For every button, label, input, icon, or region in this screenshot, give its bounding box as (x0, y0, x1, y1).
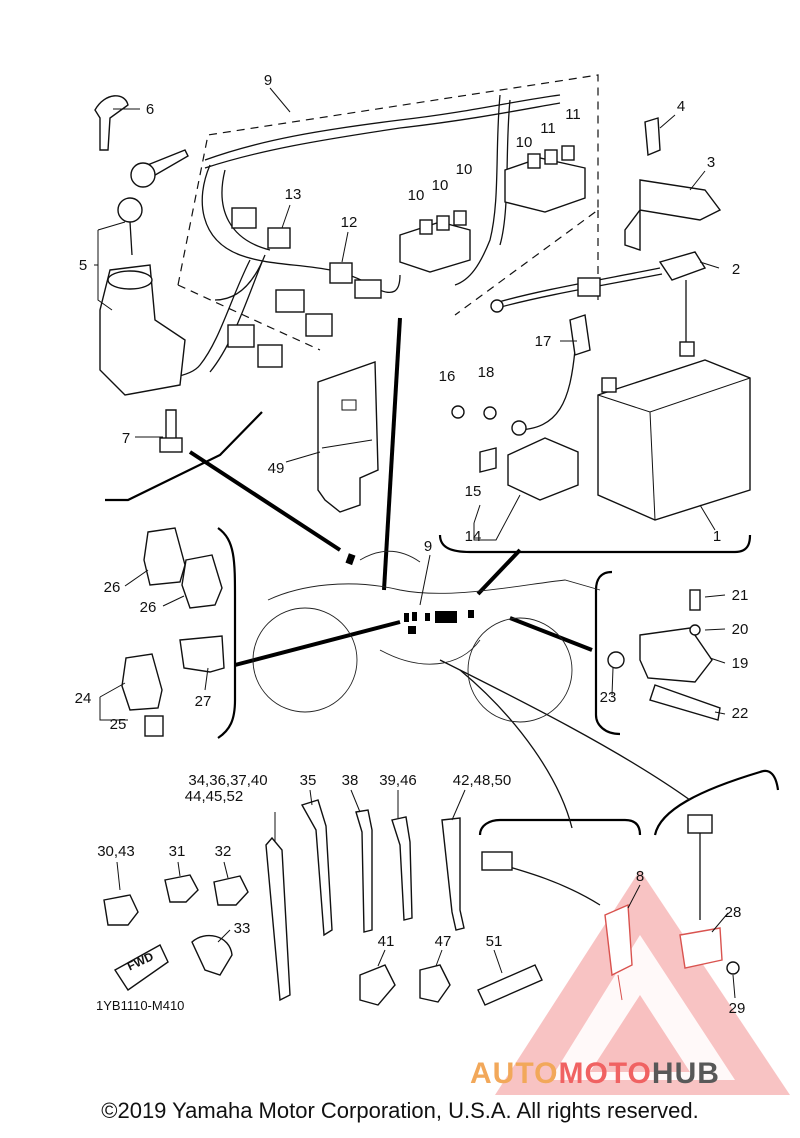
sensors (481, 814, 740, 1001)
callout-16: 16 (439, 368, 456, 385)
callout-3: 3 (707, 154, 715, 171)
callout-10-b: 10 (432, 177, 449, 194)
callout-20: 20 (732, 621, 749, 638)
callout-30: 30,43 (97, 843, 135, 860)
callout-28: 28 (725, 904, 742, 921)
callout-47: 47 (435, 933, 452, 950)
callout-39: 39,46 (379, 772, 417, 789)
callout-10-a: 10 (408, 187, 425, 204)
callout-49: 49 (268, 460, 285, 477)
callout-22: 22 (732, 705, 749, 722)
callout-32: 32 (215, 843, 232, 860)
watermark-part1: AUTO (470, 1057, 559, 1090)
callout-13: 13 (285, 186, 302, 203)
callout-44: 44,45,52 (185, 788, 243, 805)
callout-23: 23 (600, 689, 617, 706)
wire-harness (129, 94, 561, 381)
callout-42: 42,48,50 (453, 772, 511, 789)
callout-9-center: 9 (424, 538, 432, 555)
callout-29: 29 (729, 1000, 746, 1017)
callout-51: 51 (486, 933, 503, 950)
callout-19: 19 (732, 655, 749, 672)
callout-31: 31 (169, 843, 186, 860)
connectors-12-13 (227, 207, 382, 368)
callout-6: 6 (146, 101, 154, 118)
callout-10-c: 10 (456, 161, 473, 178)
relays (121, 527, 225, 737)
callout-33: 33 (234, 920, 251, 937)
battery-cable-bracket (490, 117, 722, 313)
callout-12: 12 (341, 214, 358, 231)
starter-relay (451, 314, 591, 501)
callout-5: 5 (79, 257, 87, 274)
callout-2: 2 (732, 261, 740, 278)
watermark-part3: HUB (651, 1057, 720, 1090)
fuse-boxes (399, 145, 586, 273)
diagram-code: 1YB1110-M410 (96, 998, 184, 1013)
callout-18: 18 (478, 364, 495, 381)
copyright-footer: ©2019 Yamaha Motor Corporation, U.S.A. A… (101, 1098, 699, 1123)
callout-24: 24 (75, 690, 92, 707)
callout-35: 35 (300, 772, 317, 789)
callout-27: 27 (195, 693, 212, 710)
watermark-logo (495, 870, 790, 1095)
callout-38: 38 (342, 772, 359, 789)
main-switch-assembly (94, 95, 189, 453)
callout-7: 7 (122, 430, 130, 447)
ignitor-unit (607, 589, 721, 721)
callout-4: 4 (677, 98, 685, 115)
callout-41: 41 (378, 933, 395, 950)
callout-25: 25 (110, 716, 127, 733)
callout-26-a: 26 (104, 579, 121, 596)
callout-26-b: 26 (140, 599, 157, 616)
callout-14: 14 (465, 528, 482, 545)
callout-1: 1 (713, 528, 721, 545)
leader-lines (105, 317, 780, 836)
callout-9-top: 9 (264, 72, 272, 89)
motorcycle-silhouette (252, 550, 601, 723)
callout-8: 8 (636, 868, 644, 885)
callout-leaders (94, 87, 736, 999)
callout-34: 34,36,37,40 (188, 772, 267, 789)
callout-11-b: 11 (565, 106, 581, 123)
side-plate (317, 361, 379, 513)
watermark-wordmark: AUTOMOTOHUB (470, 1057, 720, 1091)
callout-21: 21 (732, 587, 749, 604)
callout-10-d: 10 (516, 134, 533, 151)
callout-17: 17 (535, 333, 552, 350)
callout-11-a: 11 (540, 120, 556, 137)
watermark-part2: MOTO (558, 1057, 652, 1090)
battery (597, 280, 751, 521)
cable-ties-and-clamps (103, 799, 543, 1006)
callout-15: 15 (465, 483, 482, 500)
